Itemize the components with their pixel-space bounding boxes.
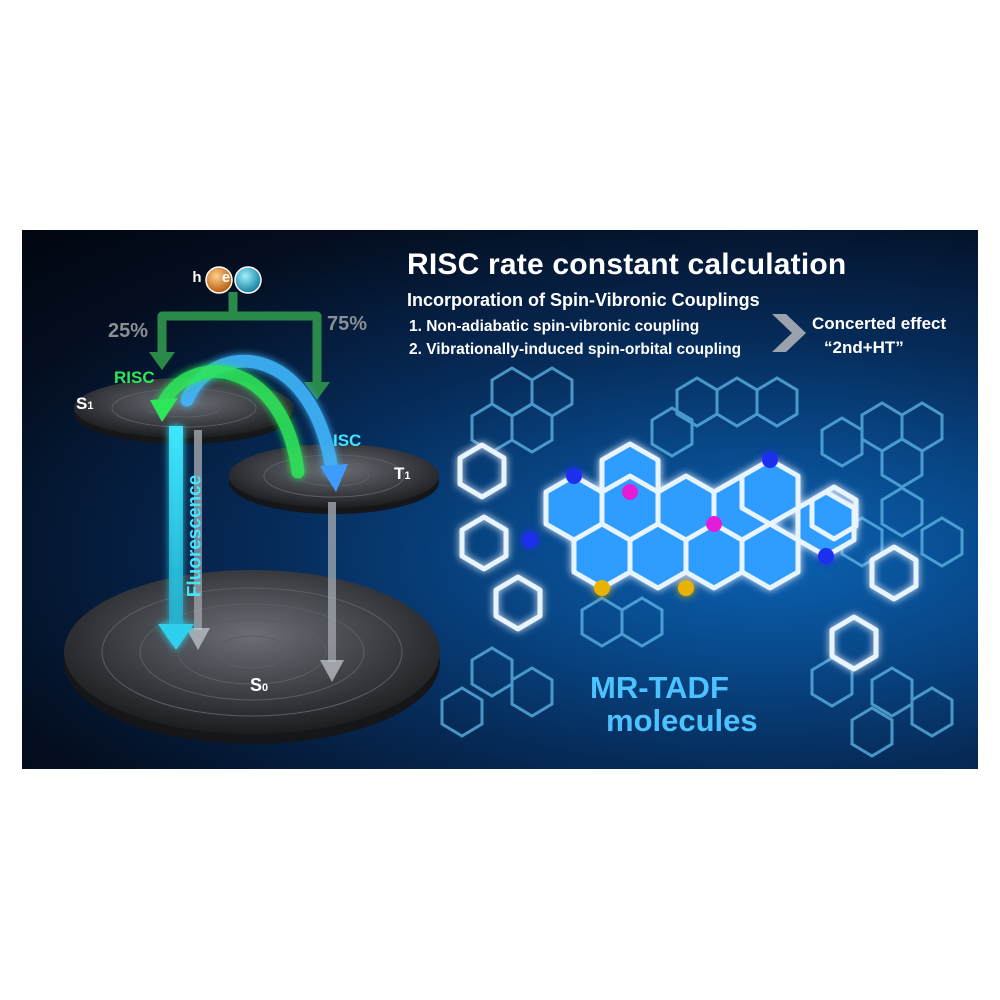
hole-sphere-label: h bbox=[192, 269, 202, 286]
coupling-item-2: 2. Vibrationally-induced spin-orbital co… bbox=[409, 341, 742, 358]
risc-arrow bbox=[157, 365, 305, 479]
figure-subtitle: Incorporation of Spin-Vibronic Couplings bbox=[407, 290, 760, 310]
t1-letter: T bbox=[394, 464, 405, 483]
s0-state-label: S0 bbox=[250, 675, 268, 696]
t1-to-s0-decay-arrow bbox=[320, 502, 344, 682]
s1-to-s0-decay-arrow bbox=[186, 430, 210, 650]
molecule-artwork bbox=[440, 366, 964, 758]
hole-sphere-icon bbox=[205, 266, 233, 294]
fluorescence-arrow bbox=[158, 426, 194, 650]
singlet-fraction: 25% bbox=[108, 320, 149, 342]
s0-letter: S bbox=[250, 675, 263, 695]
diagram-artwork bbox=[64, 266, 964, 758]
singlet-branch-arrowhead bbox=[149, 352, 175, 370]
figure-panel: RISC rate constant calculation Incorpora… bbox=[22, 230, 978, 769]
coupling-item-1: 1. Non-adiabatic spin-vibronic coupling bbox=[409, 318, 700, 335]
s1-state-label: S1 bbox=[76, 394, 93, 414]
isc-label: ISC bbox=[333, 431, 362, 450]
concerted-effect-label: Concerted effect bbox=[812, 314, 947, 333]
electron-sphere-label: e bbox=[221, 269, 231, 286]
t1-subscript: 1 bbox=[404, 470, 411, 482]
carrier-branch-lines bbox=[157, 292, 322, 384]
molecules-label-line2: molecules bbox=[606, 703, 758, 738]
electron-sphere-icon bbox=[234, 266, 262, 294]
fluorescence-label: Fluorescence bbox=[184, 474, 206, 598]
t1-state-label: T1 bbox=[394, 464, 411, 484]
s1-letter: S bbox=[76, 394, 88, 413]
triplet-fraction: 75% bbox=[327, 313, 368, 335]
molecules-label-line1: MR-TADF bbox=[590, 670, 729, 705]
s1-subscript: 1 bbox=[87, 400, 94, 412]
s0-subscript: 0 bbox=[262, 682, 269, 694]
isc-arrowhead bbox=[320, 464, 348, 492]
figure-title: RISC rate constant calculation bbox=[407, 248, 847, 281]
s0-disc bbox=[64, 570, 440, 744]
risc-label: RISC bbox=[114, 368, 155, 387]
risc-arrowhead bbox=[150, 398, 178, 422]
s1-disc bbox=[74, 378, 294, 444]
chevron-right-icon bbox=[772, 314, 806, 352]
triplet-branch-arrowhead bbox=[304, 382, 330, 400]
concerted-effect-value: “2nd+HT” bbox=[824, 338, 904, 357]
